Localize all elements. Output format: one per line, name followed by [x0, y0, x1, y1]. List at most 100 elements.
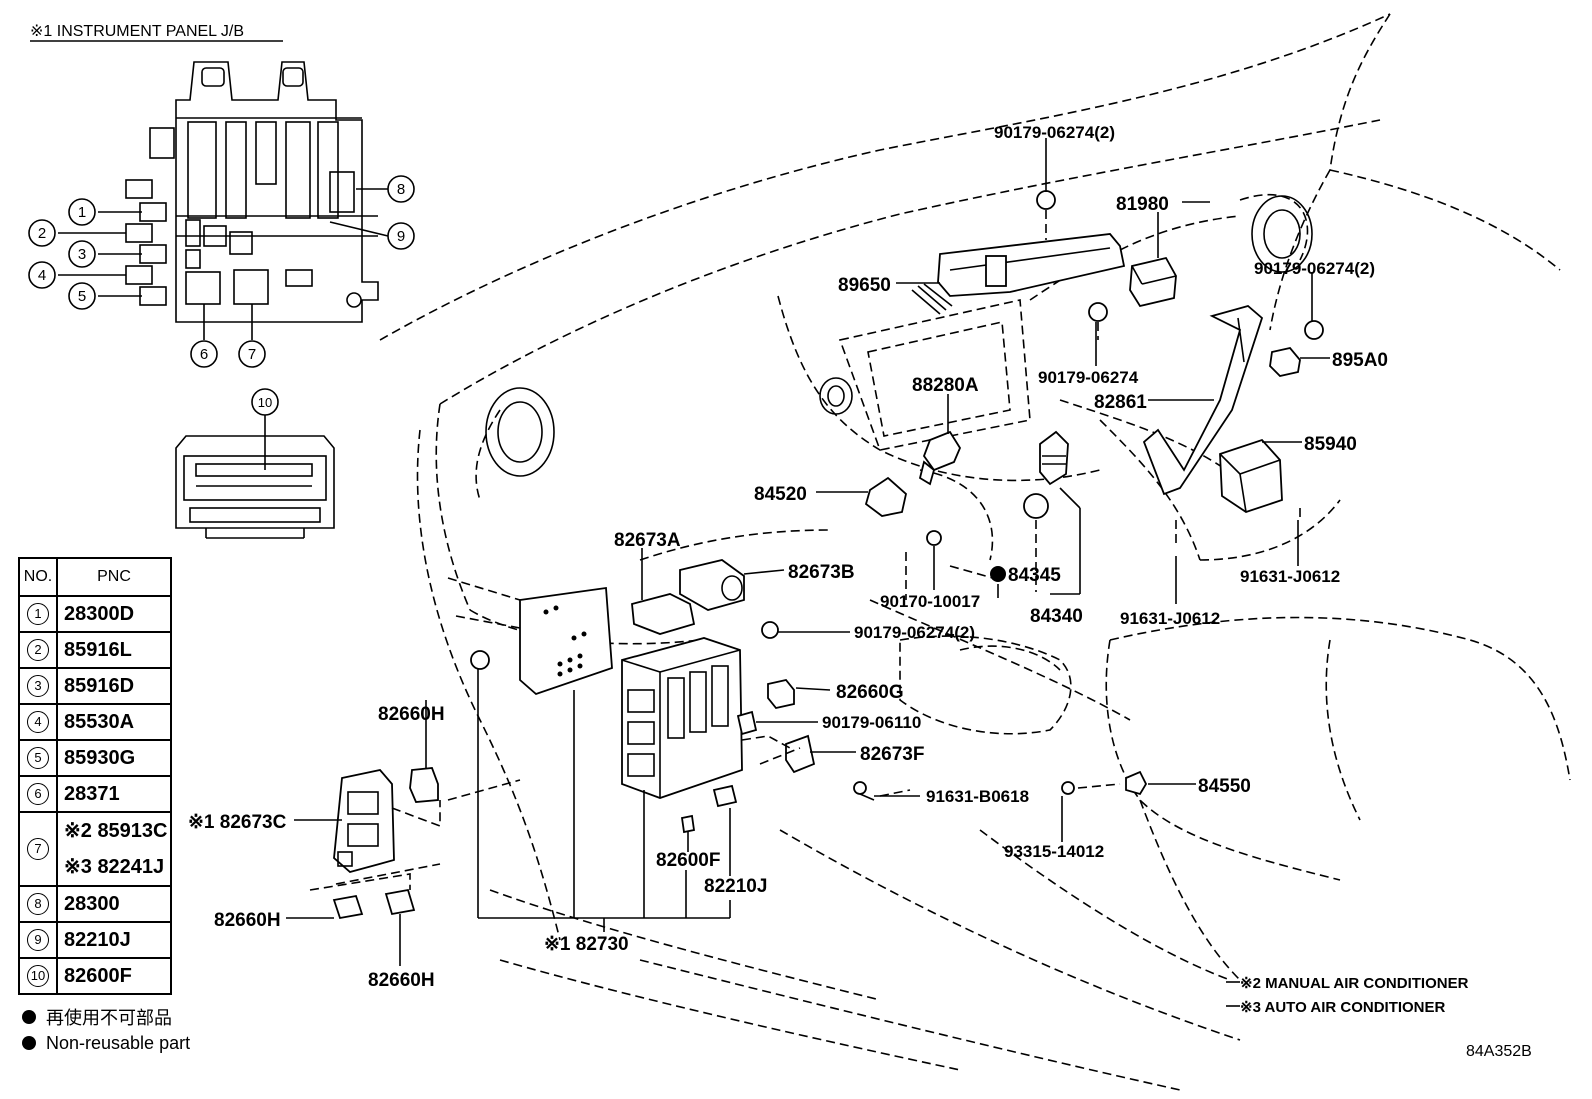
part-82673A-drawing [631, 593, 696, 635]
clip-drawings [470, 190, 1324, 670]
part-895A0-drawing [1269, 347, 1301, 377]
svg-text:9: 9 [397, 228, 405, 245]
label-84340: 84340 [1030, 606, 1083, 627]
label-84550: 84550 [1198, 776, 1251, 797]
part-82673B-drawing [679, 559, 745, 611]
pnc-cell: 85916L [56, 631, 172, 669]
table-row: 6 28371 [18, 775, 172, 813]
label-81980: 81980 [1116, 194, 1169, 215]
label-82660H-top: 82660H [378, 704, 445, 725]
table-row: 1 28300D [18, 595, 172, 633]
part-82861-drawing [1142, 305, 1264, 496]
pnc-value: ※2 85913C [64, 820, 168, 842]
svg-text:1: 1 [78, 204, 86, 221]
label-90179-06274-2-right: 90179-06274(2) [1254, 259, 1375, 278]
label-89650: 89650 [838, 275, 891, 296]
air-vent-center [819, 377, 853, 415]
row-number-cell: 9 [18, 921, 58, 959]
legend-jp-text: 再使用不可部品 [46, 1008, 172, 1028]
label-88280A: 88280A [912, 375, 979, 396]
pnc-cell: 82210J [56, 921, 172, 959]
table-header-pnc: PNC [56, 557, 172, 597]
figure-code: 84A352B [1466, 1043, 1532, 1060]
row-number-circle: 2 [27, 639, 49, 661]
pnc-cell: 28300 [56, 885, 172, 923]
air-vent-right [1251, 195, 1313, 273]
legend-row-jp: 再使用不可部品 [22, 1004, 190, 1030]
row-number-cell: 2 [18, 631, 58, 669]
label-82660H-left: 82660H [214, 910, 281, 931]
legend-row-en: Non-reusable part [22, 1030, 190, 1056]
callout-2: 2 [28, 219, 56, 247]
part-82660H-drawings [332, 767, 439, 920]
non-reusable-dot-icon [22, 1010, 36, 1024]
label-90179-06274-2-top: 90179-06274(2) [994, 123, 1115, 142]
part-81980-drawing [1129, 256, 1177, 308]
row-number-cell: 5 [18, 739, 58, 777]
table-row: 3 85916D [18, 667, 172, 705]
row-number-cell: 8 [18, 885, 58, 923]
part-85940-drawing [1219, 438, 1283, 513]
row-number-circle: 9 [27, 929, 49, 951]
leader-lines [286, 138, 1330, 1007]
label-91631-J0612-right: 91631-J0612 [1240, 567, 1340, 586]
row-number-cell: 7 [18, 811, 58, 887]
label-82673F: 82673F [860, 744, 924, 765]
pnc-value: 28300D [64, 602, 135, 625]
part-88280A-drawing [918, 430, 962, 486]
ecu-connector-drawing [175, 415, 335, 539]
pnc-value: 82600F [64, 964, 132, 987]
label-82673C: ※1 82673C [188, 812, 287, 833]
small-connector-drawings [680, 678, 1148, 834]
svg-text:7: 7 [248, 346, 256, 363]
row-number-circle: 6 [27, 783, 49, 805]
callout-7: 7 [238, 340, 266, 368]
row-number-cell: 10 [18, 957, 58, 995]
pnc-value: 85530A [64, 710, 135, 733]
pnc-cell: 28300D [56, 595, 172, 633]
part-89650-drawing [911, 233, 1126, 315]
row-number-circle: 7 [27, 838, 49, 860]
pnc-value: 85916D [64, 674, 135, 697]
svg-text:8: 8 [397, 181, 405, 198]
pnc-value: 82210J [64, 928, 131, 951]
air-vent-left [485, 387, 555, 477]
row-number-circle: 1 [27, 603, 49, 625]
part-84520-drawing [864, 476, 907, 517]
label-82660G: 82660G [836, 682, 904, 703]
label-84520: 84520 [754, 484, 807, 505]
row-number-cell: 3 [18, 667, 58, 705]
label-82730: ※1 82730 [544, 934, 629, 955]
svg-text:4: 4 [38, 267, 46, 284]
label-82660H-bottom: 82660H [368, 970, 435, 991]
svg-text:10: 10 [258, 395, 272, 410]
row-number-circle: 10 [27, 965, 49, 987]
footnotes: ※2 MANUAL AIR CONDITIONER ※3 AUTO AIR CO… [1240, 975, 1532, 1060]
table-row: 9 82210J [18, 921, 172, 959]
callout-5: 5 [68, 282, 96, 310]
svg-text:3: 3 [78, 246, 86, 263]
pnc-value: 28371 [64, 782, 120, 805]
callout-4: 4 [28, 261, 56, 289]
table-row: 2 85916L [18, 631, 172, 669]
row-number-circle: 5 [27, 747, 49, 769]
table-row: 10 82600F [18, 957, 172, 995]
pnc-value: 85916L [64, 638, 132, 661]
callout-9: 9 [387, 222, 415, 250]
label-82861: 82861 [1094, 392, 1147, 413]
part-84340-drawing [1039, 430, 1069, 486]
label-85940: 85940 [1304, 434, 1357, 455]
pnc-cell: 28371 [56, 775, 172, 813]
part-labels: 90179-06274(2) 81980 89650 90179-06274(2… [188, 123, 1388, 991]
row-number-cell: 1 [18, 595, 58, 633]
callout-3: 3 [68, 240, 96, 268]
pnc-cell: ※2 85913C ※3 82241J [56, 811, 172, 887]
pnc-value: ※3 82241J [64, 856, 165, 878]
part-82730-drawing [519, 586, 743, 799]
label-82210J: 82210J [704, 876, 767, 897]
